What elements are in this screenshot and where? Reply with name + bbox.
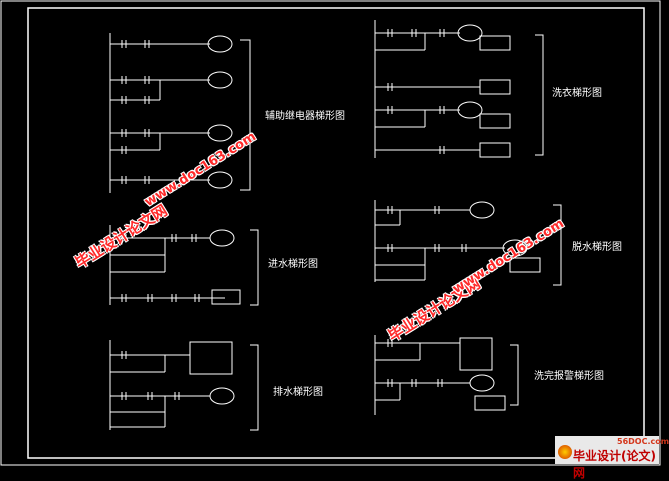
banner-site-name: 56DOC.com (617, 437, 669, 446)
title-drain: 排水梯形图 (273, 387, 323, 398)
water-inlet-ladder (109, 225, 259, 306)
title-washing: 洗衣梯形图 (552, 88, 602, 99)
title-wash-done-alarm: 洗完报警梯形图 (534, 371, 604, 382)
title-water-inlet: 进水梯形图 (268, 259, 318, 270)
drain-ladder (109, 340, 259, 431)
auxiliary-relay-ladder (109, 33, 251, 193)
title-spin-dry: 脱水梯形图 (572, 242, 622, 253)
outer-frame (0, 0, 661, 466)
site-banner[interactable]: 56DOC.com 毕业设计(论文)网 (555, 436, 669, 480)
site-logo-icon (558, 445, 572, 459)
wash-done-alarm-ladder (374, 335, 519, 415)
ladder-diagram-canvas (0, 0, 661, 466)
title-auxiliary-relay: 辅助继电器梯形图 (265, 111, 345, 122)
banner-text: 毕业设计(论文)网 (573, 449, 656, 480)
inner-frame (27, 7, 645, 459)
spin-dry-ladder (374, 200, 562, 286)
washing-ladder (374, 20, 544, 158)
